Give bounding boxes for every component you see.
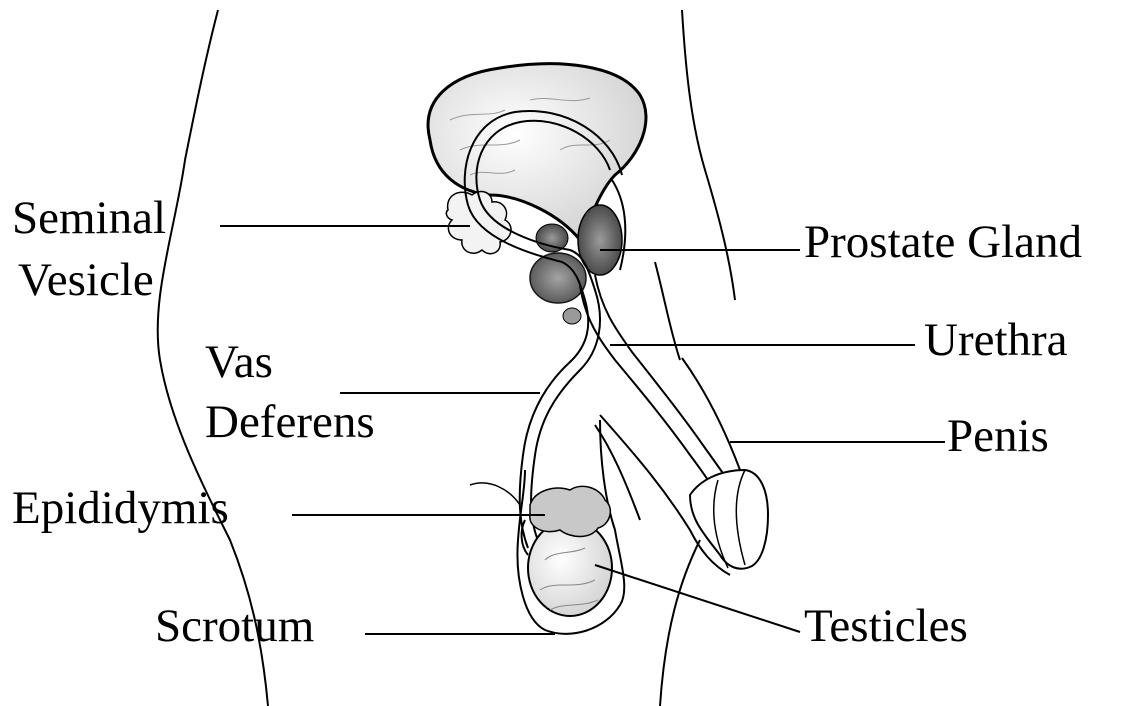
leader-testicles — [595, 565, 800, 632]
urethra-tube-b — [595, 275, 734, 490]
label-seminal-vesicle-line2: Vesicle — [18, 254, 154, 306]
label-penis: Penis — [947, 410, 1049, 462]
label-testicles: Testicles — [804, 600, 968, 652]
label-urethra: Urethra — [924, 314, 1068, 366]
label-vas-deferens-line1: Vas — [205, 336, 273, 388]
body-outline-right — [682, 10, 735, 300]
leg-outline-right — [660, 540, 700, 706]
glans — [690, 470, 768, 569]
label-seminal-vesicle-line1: Seminal — [12, 192, 166, 244]
bulbourethral-gland — [563, 308, 581, 324]
label-scrotum: Scrotum — [155, 600, 314, 652]
epididymis-shape — [530, 486, 611, 536]
label-prostate-gland: Prostate Gland — [804, 216, 1082, 268]
label-vas-deferens-line2: Deferens — [205, 396, 375, 448]
scrotum-inner — [470, 483, 520, 505]
label-epididymis: Epididymis — [12, 482, 229, 534]
